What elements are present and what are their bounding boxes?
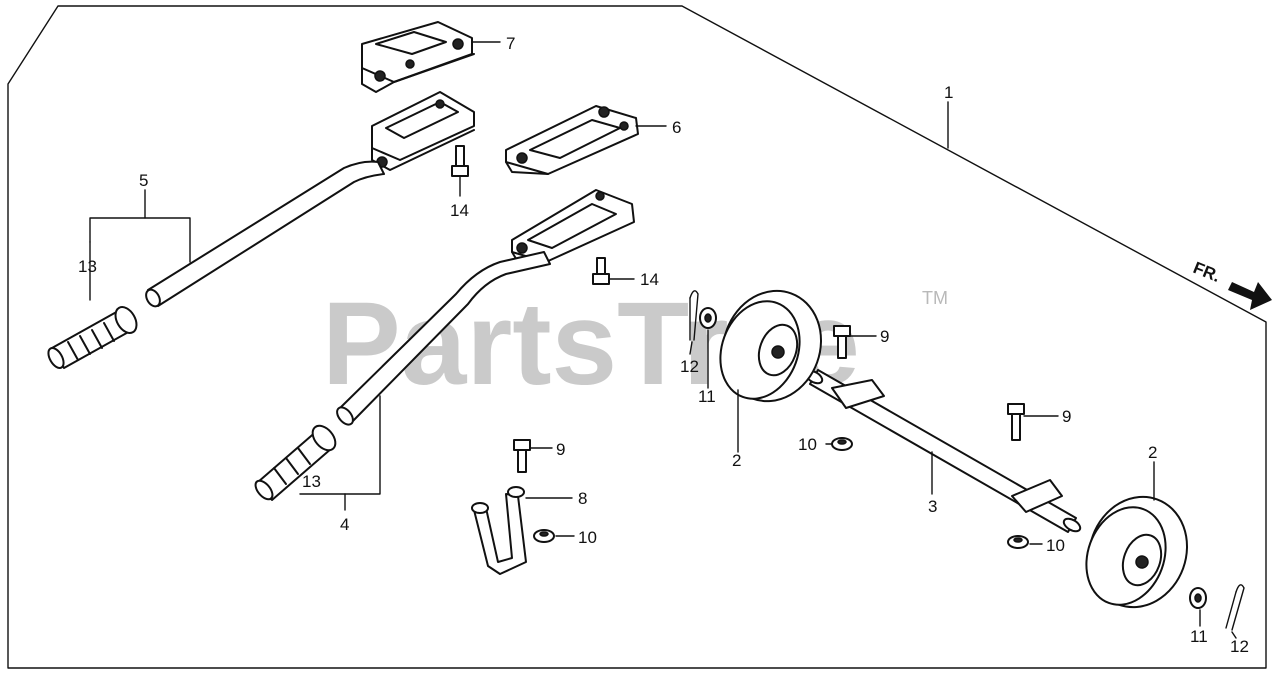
part-10-nut-b	[831, 437, 853, 451]
callout-13-lower: 13	[302, 472, 321, 491]
part-9-bolt-b	[833, 325, 851, 359]
front-direction-indicator: FR.	[1191, 258, 1272, 310]
callout-14-upper: 14	[450, 201, 469, 220]
callout-3: 3	[928, 497, 937, 516]
part-12-cotter-pin-right	[1225, 584, 1245, 631]
callout-14-lower: 14	[640, 270, 659, 289]
callout-5: 5	[139, 171, 148, 190]
callout-10-mid: 10	[798, 435, 817, 454]
callout-9-right-top: 9	[880, 327, 889, 346]
callout-13-upper: 13	[78, 257, 97, 276]
part-13-grip-lower	[254, 424, 337, 501]
part-3-axle	[804, 369, 1082, 533]
part-5-handle-tube	[145, 91, 475, 308]
callout-9-right-mid: 9	[1062, 407, 1071, 426]
part-13-grip-upper	[47, 306, 138, 369]
callout-12-left: 12	[680, 357, 699, 376]
callout-11-left: 11	[698, 387, 716, 406]
callout-8: 8	[578, 489, 587, 508]
part-4-handle-tube	[336, 189, 635, 426]
assembly-frame	[7, 5, 1267, 669]
part-6-clamp-cap	[505, 105, 639, 175]
callout-12-right: 12	[1230, 637, 1249, 656]
part-11-washer-left	[699, 307, 717, 329]
watermark-trademark: TM	[922, 288, 948, 308]
callout-2-left: 2	[732, 451, 741, 470]
part-2-wheel-left	[719, 289, 823, 403]
part-8-u-bracket	[471, 486, 527, 575]
callout-9-bracket: 9	[556, 440, 565, 459]
callout-11-right: 11	[1190, 627, 1208, 646]
front-arrow-icon	[1228, 282, 1272, 310]
part-9-bolt-a	[513, 439, 531, 473]
part-10-nut-a	[533, 529, 555, 543]
callout-2-right: 2	[1148, 443, 1157, 462]
part-2-wheel-right	[1085, 495, 1189, 609]
callout-10-left: 10	[578, 528, 597, 547]
part-14-bolt-lower	[592, 257, 610, 285]
front-label: FR.	[1191, 258, 1224, 286]
callout-10-right: 10	[1046, 536, 1065, 555]
callout-6: 6	[672, 118, 681, 137]
part-7-clamp-cap	[361, 21, 475, 93]
part-11-washer-right	[1189, 587, 1207, 609]
callout-1: 1	[944, 83, 953, 102]
callout-7: 7	[506, 34, 515, 53]
callout-4: 4	[340, 515, 349, 534]
part-14-bolt-upper	[451, 145, 469, 177]
part-12-cotter-pin-left	[689, 290, 699, 341]
part-10-nut-c	[1007, 535, 1029, 549]
leader-lines	[89, 41, 1237, 639]
part-9-bolt-c	[1007, 403, 1025, 441]
